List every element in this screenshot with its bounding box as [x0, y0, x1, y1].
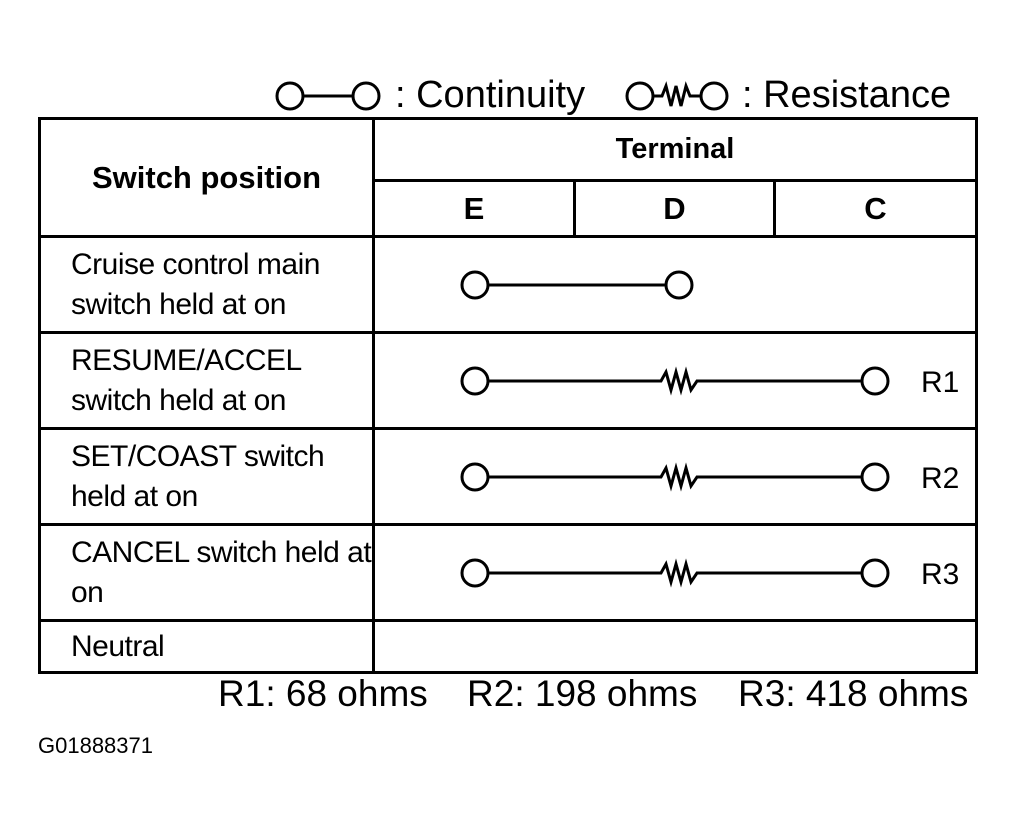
resistor-label: R2 [921, 462, 959, 495]
r3-value-label: R3: 418 ohms [738, 672, 968, 716]
switch-position-header: Switch position [38, 117, 375, 238]
switch-position-label: Cruise control main switch held at on [38, 235, 375, 334]
r2-value: : 198 ohms [514, 673, 698, 714]
resistance-symbol-icon [625, 81, 729, 111]
terminal-header: Terminal [372, 117, 978, 182]
terminal-circle-E [460, 558, 490, 588]
r1-value-label: R1: 68 ohms [218, 672, 428, 716]
resistor-label: R3 [921, 558, 959, 591]
table-row: RESUME/ACCEL switch held at on R1 [38, 331, 978, 430]
connection-diagram [460, 270, 694, 300]
continuity-symbol-icon [275, 81, 381, 111]
switch-continuity-table: Switch position Terminal E D C Cruise co… [38, 117, 978, 674]
terminal-c-header: C [773, 179, 978, 238]
legend: : Continuity : Resistance [270, 72, 980, 118]
table-row: SET/COAST switch held at on R2 [38, 427, 978, 526]
legend-symbols [275, 81, 729, 111]
terminal-circle-C [860, 462, 890, 492]
connection-cell: R1 [372, 331, 978, 430]
switch-position-label: RESUME/ACCEL switch held at on [38, 331, 375, 430]
r2-name: R2 [467, 673, 515, 714]
terminal-circle-C [860, 366, 890, 396]
connection-diagram: R3 [460, 558, 959, 591]
connection-cell: R2 [372, 427, 978, 526]
r3-name: R3 [738, 673, 786, 714]
terminal-circle-E [460, 366, 490, 396]
connection-cell: R3 [372, 523, 978, 622]
terminal-circle-E [460, 462, 490, 492]
switch-position-label: CANCEL switch held at on [38, 523, 375, 622]
connection-diagram: R1 [460, 366, 959, 399]
r1-value: : 68 ohms [265, 673, 428, 714]
connection-cell [372, 619, 978, 674]
figure-code: G01888371 [38, 733, 153, 758]
switch-position-label: Neutral [38, 619, 375, 674]
terminal-e-header: E [372, 179, 576, 238]
resistor-label: R1 [921, 366, 959, 399]
resistor-line [488, 462, 862, 492]
terminal-circle-C [860, 558, 890, 588]
r2-value-label: R2: 198 ohms [467, 672, 697, 716]
connection-cell [372, 235, 978, 334]
terminal-d-header: D [573, 179, 776, 238]
r1-name: R1 [218, 673, 266, 714]
resistance-legend-label: : Resistance [742, 74, 952, 116]
table-row: CANCEL switch held at on R3 [38, 523, 978, 622]
resistor-line [488, 558, 862, 588]
resistor-line [488, 366, 862, 396]
terminal-circle-E [460, 270, 490, 300]
r3-value: : 418 ohms [785, 673, 969, 714]
table-row: Cruise control main switch held at on [38, 235, 978, 334]
switch-position-label: SET/COAST switch held at on [38, 427, 375, 526]
continuity-legend-label: : Continuity [395, 74, 586, 116]
table-row: Neutral [38, 619, 978, 674]
connection-diagram: R2 [460, 462, 959, 495]
terminal-circle-D [664, 270, 694, 300]
